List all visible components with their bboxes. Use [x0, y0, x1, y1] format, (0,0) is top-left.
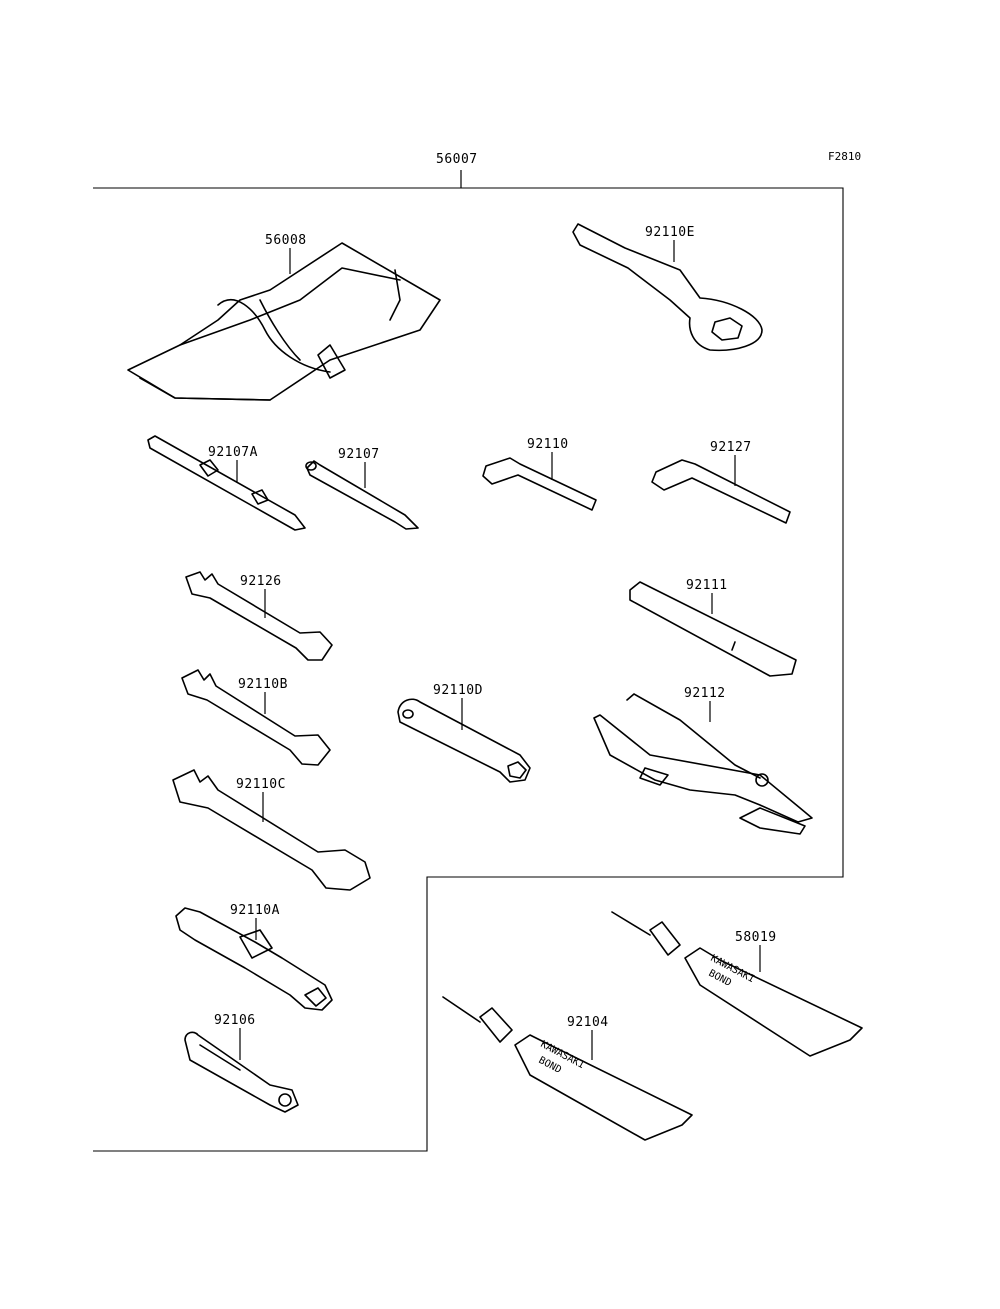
part-label-92110D[interactable]: 92110D — [433, 683, 483, 698]
tool-bag-drawing — [127, 242, 441, 401]
extension-handle-drawing — [629, 581, 797, 677]
part-label-58019[interactable]: 58019 — [735, 930, 777, 945]
open-end-wrench-small-drawing — [185, 571, 333, 661]
hex-key-large-drawing — [651, 459, 791, 524]
part-label-56008[interactable]: 56008 — [265, 233, 307, 248]
pliers-drawing — [593, 693, 813, 835]
part-label-92107[interactable]: 92107 — [338, 447, 380, 462]
open-end-wrench-medium-drawing — [181, 669, 331, 766]
part-label-92107A[interactable]: 92107A — [208, 445, 258, 460]
part-label-92110[interactable]: 92110 — [527, 437, 569, 452]
part-label-92106[interactable]: 92106 — [214, 1013, 256, 1028]
kit-frame — [93, 187, 844, 1152]
figure-code: F2810 — [828, 150, 861, 163]
open-end-wrench-large-drawing — [172, 769, 371, 891]
double-screwdriver-drawing — [147, 435, 306, 531]
box-wrench-drawing — [397, 698, 531, 783]
ring-wrench-drawing — [572, 223, 763, 352]
part-label-92110B[interactable]: 92110B — [238, 677, 288, 692]
part-label-92110E[interactable]: 92110E — [645, 225, 695, 240]
part-label-92104[interactable]: 92104 — [567, 1015, 609, 1030]
part-label-92111[interactable]: 92111 — [686, 578, 728, 593]
part-label-92110C[interactable]: 92110C — [236, 777, 286, 792]
screwdriver-drawing — [305, 460, 419, 530]
part-label-92110A[interactable]: 92110A — [230, 903, 280, 918]
part-label-92127[interactable]: 92127 — [710, 440, 752, 455]
assembly-part-label[interactable]: 56007 — [436, 152, 478, 167]
part-label-92126[interactable]: 92126 — [240, 574, 282, 589]
part-label-92112[interactable]: 92112 — [684, 686, 726, 701]
socket-wrench-drawing — [175, 907, 333, 1011]
spark-plug-socket-drawing — [184, 1031, 299, 1113]
hex-key-small-drawing — [482, 457, 597, 511]
